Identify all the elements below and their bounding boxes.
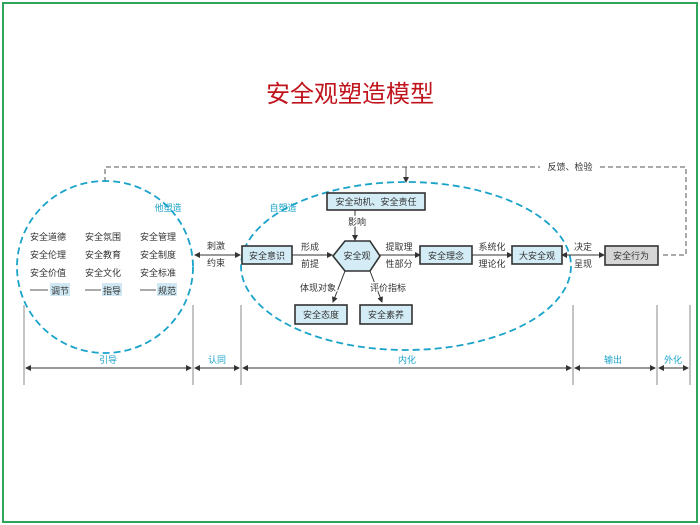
core-text: 安全观 <box>343 250 370 262</box>
influence-label: 影响 <box>348 216 366 228</box>
column-2: 安全氛围 安全教育 安全文化 指导 <box>85 231 122 297</box>
constraint-label: 约束 <box>207 257 225 269</box>
column-1: 安全道德 安全伦理 安全价值 调节 <box>30 231 70 297</box>
evaluate-label: 评价指标 <box>370 282 406 294</box>
behavior-box <box>604 245 659 266</box>
extract-label: 提取理 <box>385 242 412 253</box>
evaluate-arrow <box>369 270 383 303</box>
motive-text: 安全动机、安全责任 <box>335 196 416 208</box>
stage-identify: 认同 <box>208 354 226 366</box>
literacy-box <box>359 304 413 325</box>
stimulus-label: 刺激 <box>207 240 225 252</box>
self-shaping-ellipse <box>240 181 572 351</box>
stage-dividers <box>23 305 691 385</box>
embody-label: 体现对象 <box>300 282 336 294</box>
extract-label-2: 性部分 <box>385 258 412 270</box>
column-tag: 指导 <box>103 285 121 297</box>
premise-label: 前提 <box>301 258 319 270</box>
column-item: 安全标准 <box>140 267 176 279</box>
awareness-text: 安全意识 <box>249 250 285 262</box>
other-shaping-label: 他塑造 <box>154 202 181 214</box>
other-shaping-circle <box>16 180 194 354</box>
form-label: 形成 <box>301 241 319 253</box>
stage-output: 输出 <box>604 354 622 366</box>
motive-box <box>326 192 426 211</box>
systematize-label: 系统化 <box>478 241 505 253</box>
feedback-loop-line <box>104 166 687 256</box>
theorize-label: 理论化 <box>478 258 505 270</box>
column-item: 安全价值 <box>30 267 66 279</box>
self-shaping-label: 自塑造 <box>269 202 296 214</box>
behavior-text: 安全行为 <box>613 250 649 262</box>
literacy-text: 安全素养 <box>368 309 404 321</box>
embody-arrow <box>332 270 346 303</box>
concept-text: 安全理念 <box>428 250 464 262</box>
stage-guide: 引导 <box>99 355 117 366</box>
column-item: 安全伦理 <box>30 249 66 261</box>
column-3: 安全管理 安全制度 安全标准 规范 <box>140 231 177 297</box>
column-item: 安全氛围 <box>85 231 121 243</box>
stage-externalize: 外化 <box>664 354 682 366</box>
present-label: 呈现 <box>574 259 592 270</box>
decide-label: 决定 <box>574 241 592 253</box>
page-title: 安全观塑造模型 <box>266 80 434 108</box>
column-item: 安全管理 <box>140 231 176 243</box>
column-item: 安全制度 <box>140 249 176 261</box>
attitude-text: 安全态度 <box>303 309 339 321</box>
stage-internalize: 内化 <box>398 354 416 366</box>
feedback-label: 反馈、检验 <box>547 161 592 173</box>
column-tag: 调节 <box>51 286 69 297</box>
big-view-text: 大安全观 <box>519 250 555 262</box>
attitude-box <box>294 304 348 325</box>
column-item: 安全教育 <box>85 249 121 261</box>
column-item: 安全道德 <box>30 231 66 243</box>
column-item: 安全文化 <box>85 267 121 279</box>
column-tag: 规范 <box>158 285 176 297</box>
